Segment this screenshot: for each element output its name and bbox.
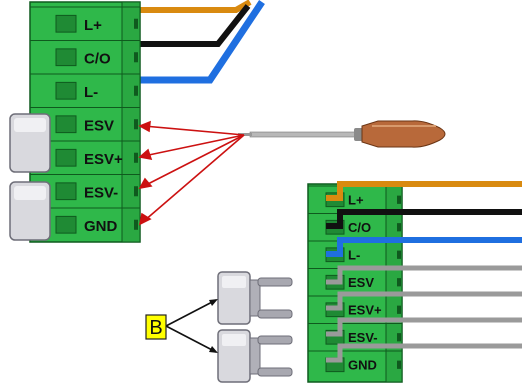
red-arrows <box>138 120 245 226</box>
wire-entry-hole <box>55 182 77 201</box>
screw-slot <box>397 278 401 287</box>
screwdriver-icon <box>238 120 446 148</box>
screw-slot <box>134 219 138 230</box>
screw-slot <box>134 152 138 163</box>
wire-entry-hole <box>55 148 77 167</box>
right-wire-gray-2 <box>326 291 522 311</box>
right-wire-gray-1 <box>326 265 522 285</box>
wire-entry-hole <box>55 81 77 100</box>
right-wire-blue <box>326 237 522 257</box>
screw-slot <box>134 85 138 96</box>
callout-b-label: B <box>149 317 162 339</box>
screw-slot <box>397 223 401 232</box>
terminal-label: ESV+ <box>84 151 123 168</box>
wire-entry-hole <box>55 115 77 134</box>
screw-slot <box>134 186 138 197</box>
left-terminal-3: L- <box>30 73 140 101</box>
right-wire-black <box>326 209 522 229</box>
terminal-label: ESV <box>348 275 374 290</box>
terminal-label: C/O <box>348 220 371 235</box>
terminal-label: ESV+ <box>348 303 382 318</box>
right-wire-gray-3 <box>326 317 522 337</box>
left-terminal-6: ESV- <box>30 174 140 201</box>
callout-b: B <box>145 299 218 353</box>
screw-slot <box>134 18 138 29</box>
left-bridge-plugs <box>9 113 51 241</box>
terminal-label: L- <box>84 84 98 101</box>
terminal-label: L- <box>348 248 360 263</box>
terminal-label: GND <box>348 358 377 373</box>
screw-slot <box>397 250 401 259</box>
left-terminal-4: ESV <box>30 107 140 134</box>
terminal-label: L+ <box>84 17 102 34</box>
screw-slot <box>397 360 401 369</box>
right-terminal-block: L+ C/O L- ESV ESV+ ESV- GND <box>307 181 522 383</box>
left-terminal-1: L+ <box>30 6 140 34</box>
screw-slot <box>134 52 138 63</box>
terminal-label: ESV- <box>84 184 118 201</box>
wire-entry-hole <box>55 14 77 33</box>
terminal-label: ESV <box>84 117 114 134</box>
right-wire-orange <box>326 181 522 201</box>
callout-b-box <box>145 314 167 340</box>
left-terminal-5: ESV+ <box>30 140 140 168</box>
screw-slot <box>134 119 138 130</box>
screw-slot <box>397 305 401 314</box>
terminal-label: C/O <box>84 50 111 67</box>
terminal-label: L+ <box>348 193 364 208</box>
wire-entry-hole <box>55 215 77 234</box>
wire-entry-hole <box>55 48 77 67</box>
terminal-label: ESV- <box>348 330 378 345</box>
right-wire-gray-4 <box>326 343 522 363</box>
left-terminal-7: GND <box>30 207 140 235</box>
jumper-bridge-icon <box>217 271 293 383</box>
terminal-label: GND <box>84 218 118 235</box>
screw-slot <box>397 333 401 342</box>
left-terminal-2: C/O <box>30 40 140 67</box>
screw-slot <box>397 195 401 204</box>
left-terminal-block: L+ C/O L- ESV ESV+ ESV- GND <box>29 0 265 243</box>
